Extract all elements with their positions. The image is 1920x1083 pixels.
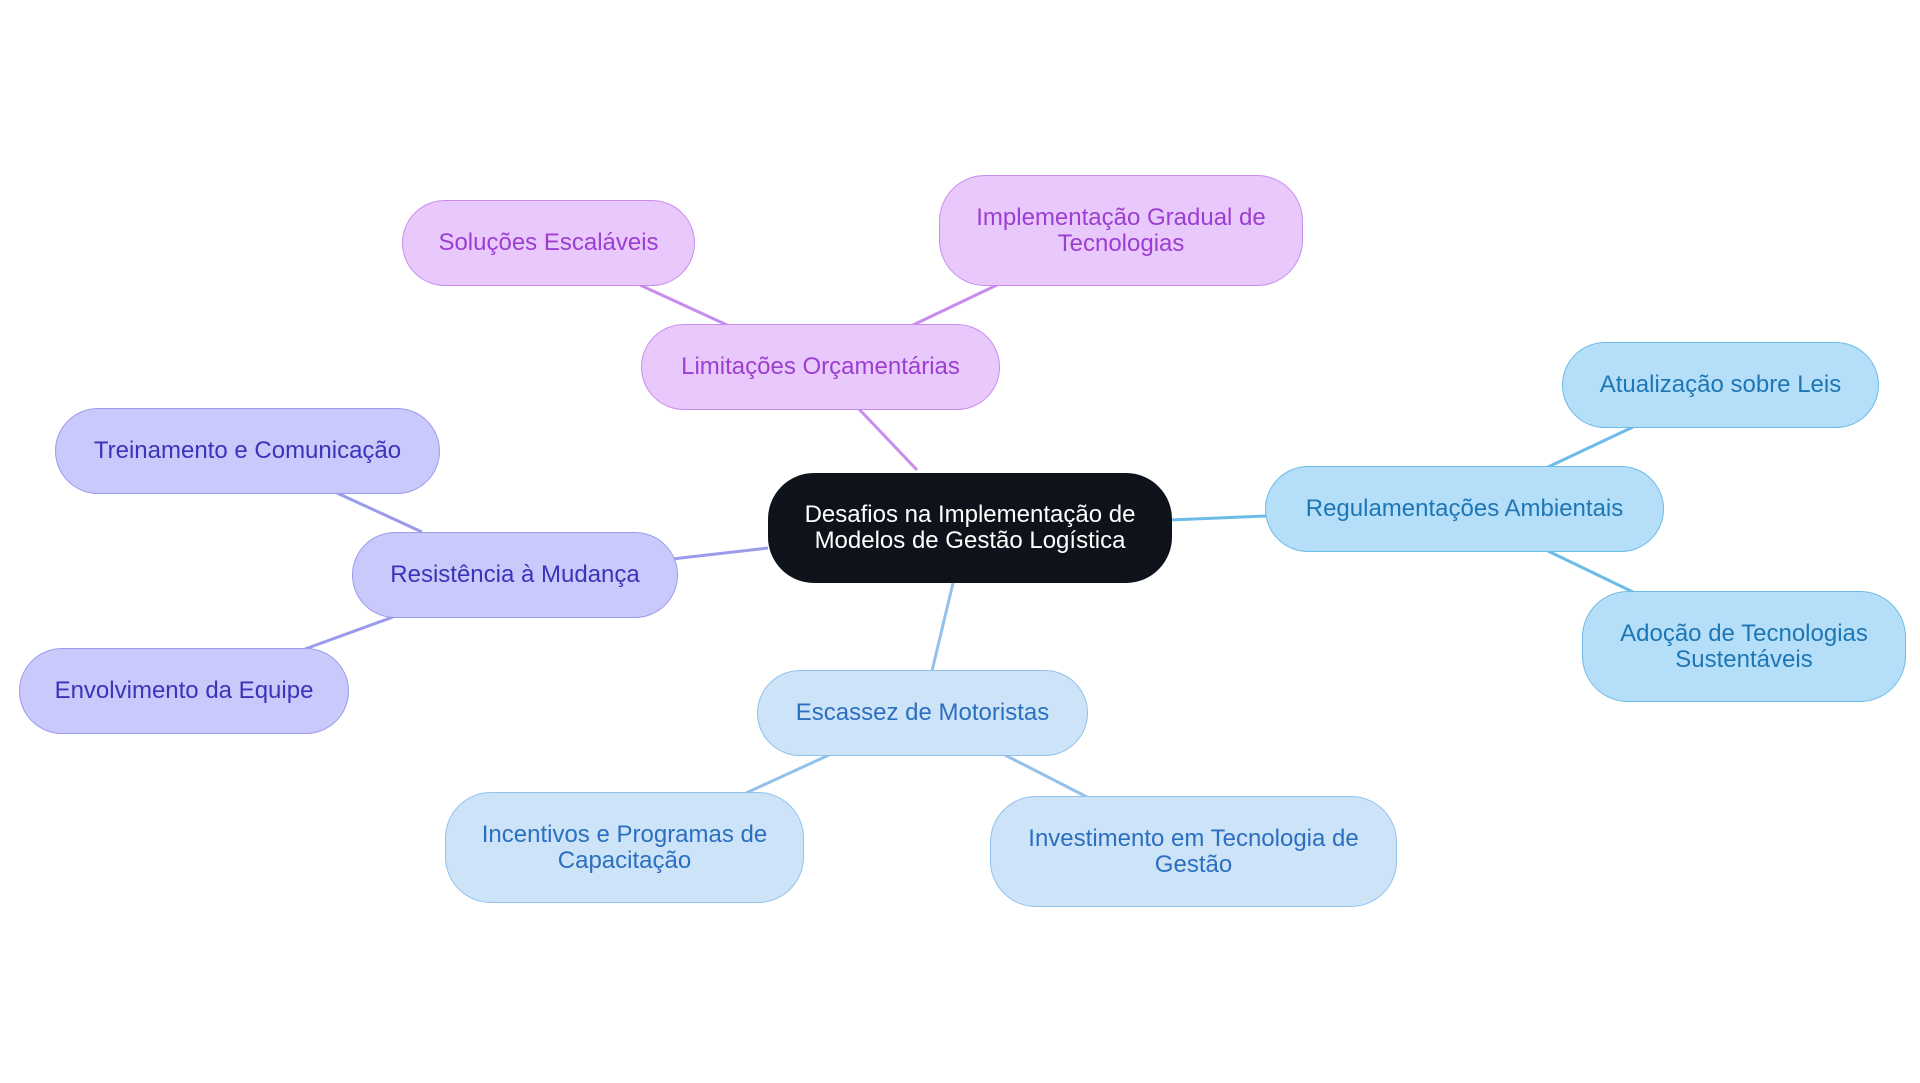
leaf-node-team-involvement: Envolvimento da Equipe [19, 648, 349, 734]
connector-center-change [671, 546, 769, 561]
leaf-node-gradual-implementation: Implementação Gradual de Tecnologias [939, 175, 1303, 286]
leaf-node-incentives-training-programs: Incentivos e Programas de Capacitação [445, 792, 804, 903]
connector-regulation-sustainable [1547, 549, 1634, 594]
branch-node-driver-shortage: Escassez de Motoristas [757, 670, 1088, 756]
leaf-node-sustainable-tech-adoption: Adoção de Tecnologias Sustentáveis [1582, 591, 1906, 702]
leaf-node-law-updates: Atualização sobre Leis [1562, 342, 1879, 428]
connector-budget-gradual [912, 283, 998, 327]
leaf-node-scalable-solutions: Soluções Escaláveis [402, 200, 695, 286]
leaf-node-training-communication: Treinamento e Comunicação [55, 408, 440, 494]
connector-regulation-laws [1547, 425, 1634, 469]
connector-center-budget [856, 406, 919, 472]
connector-change-team [304, 615, 394, 651]
branch-node-budget-limitations: Limitações Orçamentárias [641, 324, 1000, 410]
central-topic-node: Desafios na Implementação de Modelos de … [768, 473, 1172, 583]
branch-node-environmental-regulations: Regulamentações Ambientais [1265, 466, 1664, 552]
connector-drivers-investment [1004, 753, 1088, 799]
connector-center-regulation [1169, 514, 1267, 522]
connector-drivers-incentives [745, 753, 830, 795]
connector-change-training [336, 491, 423, 534]
branch-node-resistance-to-change: Resistência à Mudança [352, 532, 678, 618]
leaf-node-management-tech-investment: Investimento em Tecnologia de Gestão [990, 796, 1397, 907]
connector-budget-scalable [639, 283, 728, 327]
connector-center-drivers [930, 582, 955, 672]
